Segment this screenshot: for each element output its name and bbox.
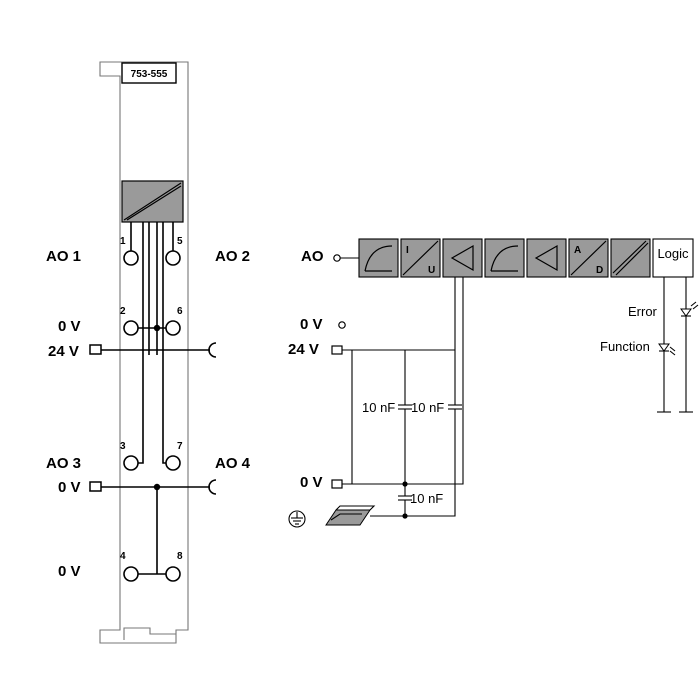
pin-number: 6 (177, 306, 183, 317)
terminal-7 (165, 455, 181, 471)
rail-contact-right-24v (208, 342, 217, 358)
logic-block (652, 238, 694, 278)
label-logic: Logic (657, 246, 689, 261)
amplifier-block-1 (442, 238, 483, 278)
label-0v-pin2: 0 V (58, 318, 81, 335)
terminal-4 (123, 566, 139, 582)
error-led-icon (680, 301, 699, 317)
label-0v-rail: 0 V (58, 479, 81, 496)
model-number: 753-555 (131, 69, 168, 80)
label-ao: AO (301, 248, 324, 265)
junction-dot (402, 513, 408, 519)
pin-number: 1 (120, 236, 126, 247)
module-housing: 753-555 (99, 61, 189, 644)
label-24v-rail: 24 V (48, 343, 79, 360)
label-0v-top: 0 V (300, 316, 323, 333)
terminal-3 (123, 455, 139, 471)
pin-number: 4 (120, 551, 126, 562)
junction-dot (402, 481, 408, 487)
label-a: A (574, 245, 581, 256)
terminal-points (123, 250, 181, 582)
zero-v-terminal (338, 321, 346, 329)
junction-dot (153, 483, 161, 491)
converter-block (121, 180, 184, 223)
label-cap-3: 10 nF (410, 491, 443, 506)
label-function: Function (600, 339, 650, 354)
label-cap-2: 10 nF (411, 400, 444, 415)
ground-icon (288, 510, 306, 528)
pin-number: 7 (177, 441, 183, 452)
din-rail-icon (325, 505, 376, 526)
isolation-block (610, 238, 651, 278)
supply-wires (342, 277, 464, 517)
terminal-6 (165, 320, 181, 336)
module-internal-wires (100, 222, 210, 575)
label-24v: 24 V (288, 341, 319, 358)
pin-number: 3 (120, 441, 126, 452)
terminal-5 (165, 250, 181, 266)
pin-number: 2 (120, 306, 126, 317)
function-led-icon (658, 343, 676, 356)
terminal-8 (165, 566, 181, 582)
pin-number: 5 (177, 236, 183, 247)
label-error: Error (628, 304, 658, 319)
terminal-1 (123, 250, 139, 266)
label-ao3: AO 3 (46, 455, 81, 472)
label-ao4: AO 4 (215, 455, 251, 472)
terminal-2 (123, 320, 139, 336)
rail-contact-0v-right (331, 479, 343, 489)
pin-number: 8 (177, 551, 183, 562)
label-0v-pin4: 0 V (58, 563, 81, 580)
rail-contact-24v (89, 344, 102, 355)
label-u: U (428, 265, 435, 276)
label-i: I (406, 245, 409, 256)
rail-contact-0v (89, 481, 102, 492)
rail-contact-right-0v (208, 479, 217, 495)
rail-contact-24v-right (331, 345, 343, 355)
label-ao1: AO 1 (46, 248, 81, 265)
label-d: D (596, 265, 603, 276)
label-0v-bottom: 0 V (300, 474, 323, 491)
amplifier-block-2 (526, 238, 567, 278)
ao-terminal (333, 254, 341, 262)
junction-dot (153, 324, 161, 332)
model-label-box (121, 62, 177, 84)
label-cap-1: 10 nF (362, 400, 395, 415)
label-ao2: AO 2 (215, 248, 250, 265)
signal-chain: I U A D Logic (358, 238, 694, 278)
